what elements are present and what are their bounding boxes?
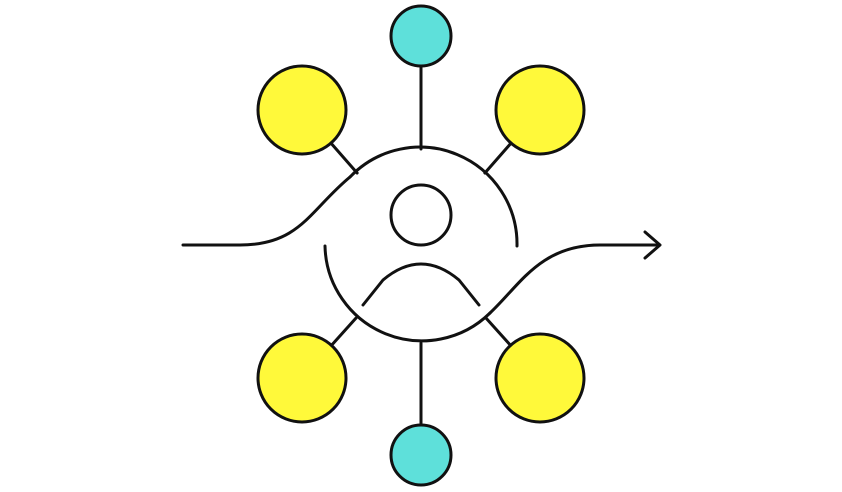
flow-curve xyxy=(181,175,660,315)
spoke-upper-right xyxy=(483,141,513,175)
hub-ring-upper-arc xyxy=(348,145,519,248)
node-upper-left-circle-node xyxy=(256,64,348,156)
node-lower-left-circle-node xyxy=(256,332,348,424)
nodes xyxy=(256,4,586,487)
user-icon xyxy=(361,183,481,307)
hub-ring-lower-arc xyxy=(323,244,492,343)
node-lower-right-circle-node xyxy=(494,332,586,424)
spoke-lower-left xyxy=(329,316,358,347)
node-upper-right-circle-node xyxy=(494,64,586,156)
spoke-lower-right xyxy=(484,316,513,347)
flow-line xyxy=(181,175,662,315)
spokes xyxy=(329,64,513,427)
hub xyxy=(323,145,519,343)
user-head xyxy=(389,183,453,247)
node-top-circle-node xyxy=(389,4,453,68)
node-bottom-circle-node xyxy=(389,423,453,487)
user-shoulders xyxy=(361,262,481,307)
arrow-right-icon xyxy=(643,230,662,260)
spoke-upper-left xyxy=(329,141,359,175)
